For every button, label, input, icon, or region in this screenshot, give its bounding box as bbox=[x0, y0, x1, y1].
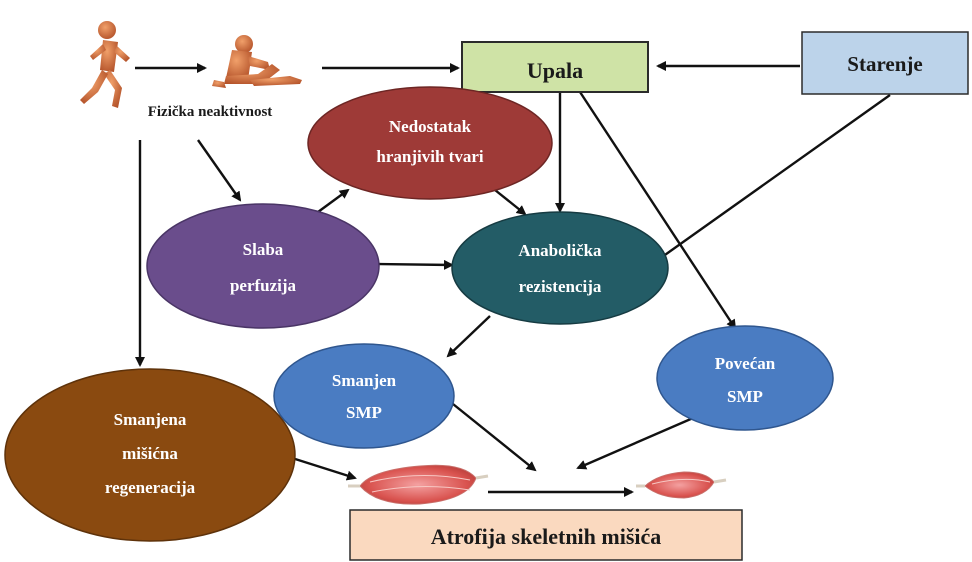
edge-increased-smp-to-atrophy bbox=[576, 413, 701, 470]
atrophy-node: Atrofija skeletnih mišića bbox=[349, 509, 743, 561]
nutrient-deficiency-node: Nedostatak hranjivih tvari bbox=[307, 86, 553, 200]
upala-label: Upala bbox=[527, 58, 583, 83]
reduced-regeneration-line2: mišićna bbox=[122, 444, 178, 463]
poor-perfusion-line2: perfuzija bbox=[230, 276, 297, 295]
edge-nutrients-to-anabolic bbox=[494, 189, 527, 216]
increased-smp-line2: SMP bbox=[727, 387, 763, 406]
anabolic-resistance-line1: Anabolička bbox=[518, 241, 602, 260]
decreased-smp-line2: SMP bbox=[346, 403, 382, 422]
edge-anabolic-to-decreased-smp bbox=[446, 315, 491, 358]
edge-decreased-smp-to-atrophy bbox=[447, 399, 537, 472]
nutrient-deficiency-line1: Nedostatak bbox=[389, 117, 472, 136]
runner-figure bbox=[80, 21, 130, 108]
poor-perfusion-node: Slaba perfuzija bbox=[146, 203, 380, 329]
atrophy-label: Atrofija skeletnih mišića bbox=[431, 524, 662, 549]
starenje-label: Starenje bbox=[847, 52, 922, 76]
anabolic-resistance-node: Anabolička rezistencija bbox=[451, 211, 669, 325]
reduced-regeneration-line1: Smanjena bbox=[114, 410, 187, 429]
increased-smp-line1: Povećan bbox=[715, 354, 776, 373]
poor-perfusion-line1: Slaba bbox=[243, 240, 284, 259]
sitting-figure bbox=[212, 35, 302, 88]
edges bbox=[135, 61, 891, 497]
atrophied-muscle-image bbox=[636, 471, 727, 499]
decreased-smp-line1: Smanjen bbox=[332, 371, 397, 390]
edge-perfusion-to-nutrients bbox=[317, 188, 350, 213]
edge-inactivity-to-perfusion bbox=[197, 139, 242, 202]
edge-upala-to-increased-smp bbox=[578, 91, 737, 330]
upala-node: Upala bbox=[461, 41, 649, 93]
reduced-regeneration-node: Smanjena mišićna regeneracija bbox=[4, 368, 296, 542]
physical-inactivity-label: Fizička neaktivnost bbox=[148, 104, 273, 120]
increased-smp-node: Povećan SMP bbox=[656, 325, 834, 431]
healthy-muscle-image bbox=[348, 464, 489, 505]
edge-regeneration-to-muscle bbox=[291, 456, 357, 481]
anabolic-resistance-line2: rezistencija bbox=[519, 277, 602, 296]
edge-perfusion-to-anabolic bbox=[375, 259, 454, 270]
nutrient-deficiency-line2: hranjivih tvari bbox=[376, 147, 483, 166]
decreased-smp-node: Smanjen SMP bbox=[273, 343, 455, 449]
reduced-regeneration-line3: regeneracija bbox=[105, 478, 196, 497]
starenje-node: Starenje bbox=[801, 31, 969, 95]
edge-starenje-to-anabolic bbox=[654, 94, 891, 263]
